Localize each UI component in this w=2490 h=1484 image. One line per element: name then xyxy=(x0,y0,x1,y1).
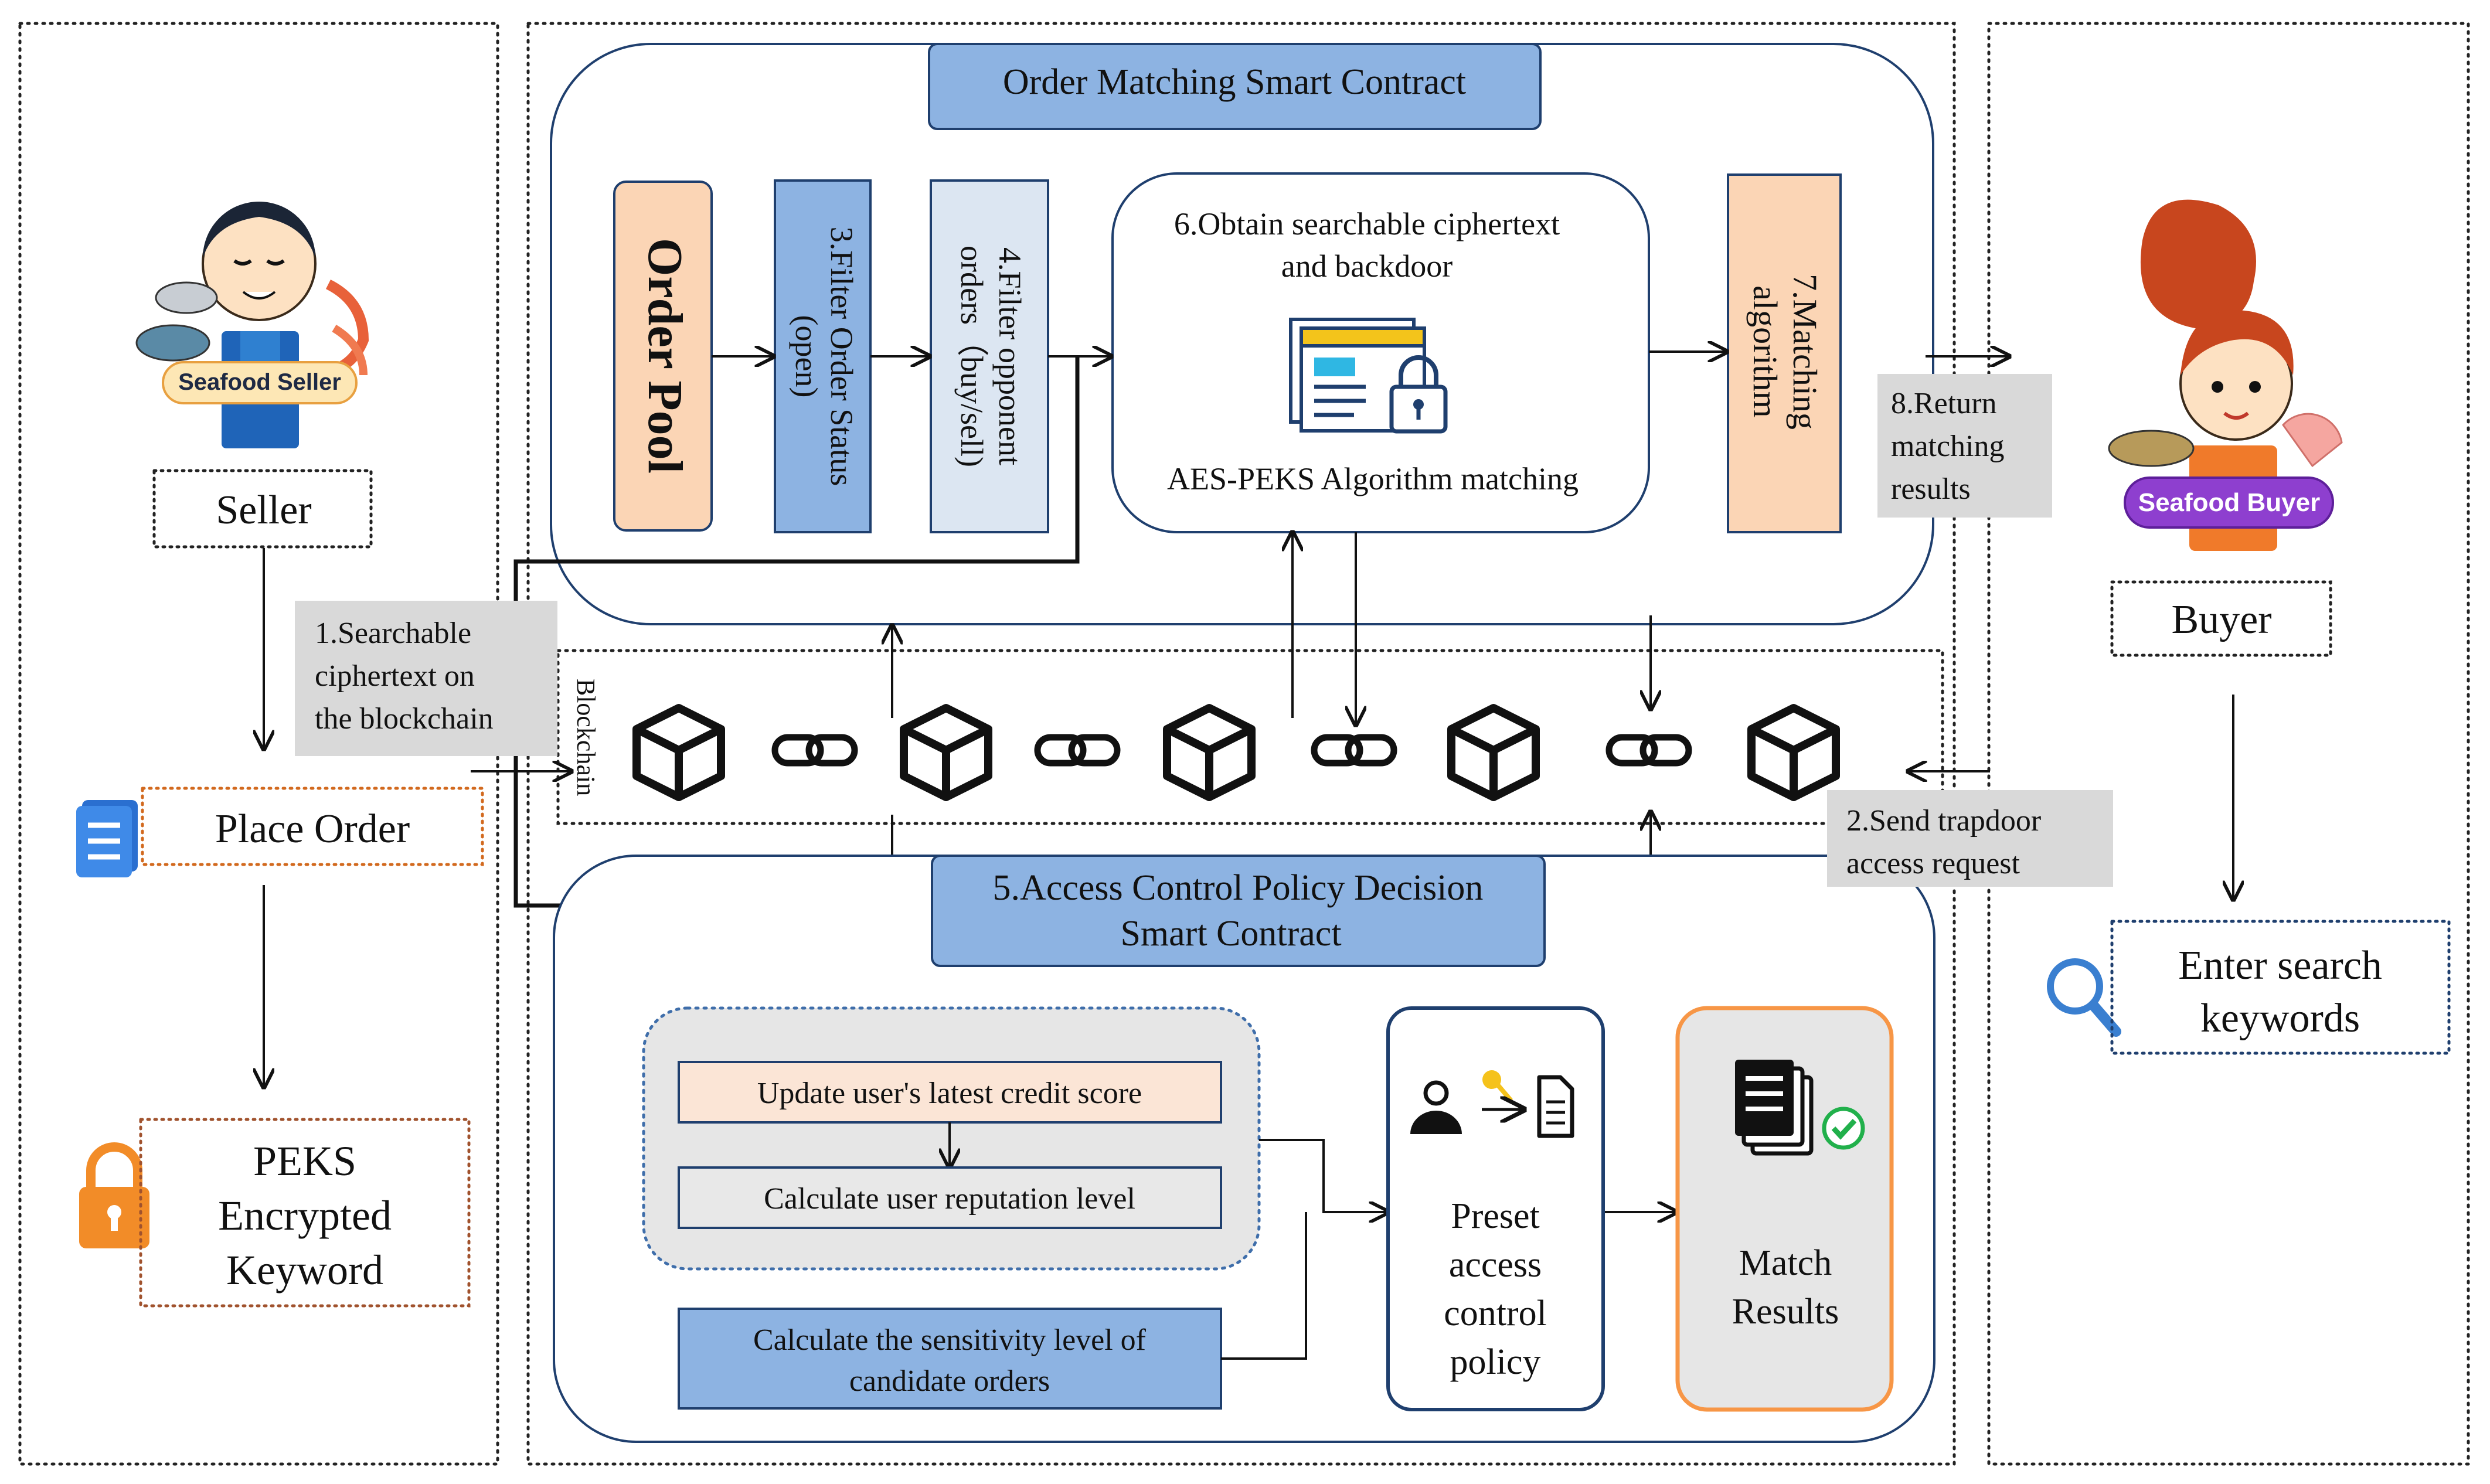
note-trapdoor-2: access request xyxy=(1846,847,2020,880)
peks-label-2: Encrypted xyxy=(218,1192,392,1239)
user-key-document-icon xyxy=(1410,1070,1574,1138)
filter-opponent-label-1: 4.Filter opponent xyxy=(992,247,1028,465)
buyer-label: Buyer xyxy=(2171,597,2271,642)
blockchain-row xyxy=(556,649,1944,825)
documents-check-icon xyxy=(1735,1060,1865,1156)
aes-peks-label: AES-PEKS Algorithm matching xyxy=(1167,461,1579,496)
matching-algorithm-label-2: algorithm xyxy=(1746,285,1784,418)
place-order-label: Place Order xyxy=(215,806,410,852)
update-credit-label: Update user's latest credit score xyxy=(757,1077,1142,1110)
matching-algorithm-label-1: 7.Matching xyxy=(1786,274,1824,430)
chain-link-1 xyxy=(775,737,855,763)
match-results-label-1: Match xyxy=(1739,1243,1832,1283)
magnifier-icon xyxy=(2047,958,2121,1037)
note-return xyxy=(1877,374,2052,518)
calc-sensitivity-box xyxy=(678,1308,1222,1410)
lock-icon xyxy=(79,1142,149,1248)
matching-algorithm-box xyxy=(1727,173,1842,533)
peks-box xyxy=(139,1118,471,1308)
order-matching-title-box xyxy=(928,43,1542,130)
calc-sensitivity-label-1: Calculate the sensitivity level of xyxy=(753,1323,1147,1357)
buyer-badge: Seafood Buyer xyxy=(2138,488,2321,517)
note-searchable-1: 1.Searchable xyxy=(315,617,471,650)
search-label-1: Enter search xyxy=(2178,943,2382,988)
chain-link-2 xyxy=(1038,737,1117,763)
filter-status-label-1: 3.Filter Order Status xyxy=(824,227,859,486)
search-label-2: keywords xyxy=(2200,996,2360,1041)
note-return-1: 8.Return xyxy=(1891,387,1997,420)
place-order-box xyxy=(141,787,484,866)
reputation-group xyxy=(642,1006,1261,1271)
order-matching-title: Order Matching Smart Contract xyxy=(1003,62,1466,102)
calc-sensitivity-label-2: candidate orders xyxy=(849,1364,1050,1398)
access-control-title-2: Smart Contract xyxy=(1120,914,1341,954)
obtain-label-1: 6.Obtain searchable ciphertext xyxy=(1174,206,1560,241)
block-cube-4 xyxy=(1451,708,1536,797)
note-trapdoor-1: 2.Send trapdoor xyxy=(1846,804,2041,838)
chain-link-4 xyxy=(1609,737,1689,763)
match-results-label-2: Results xyxy=(1732,1292,1839,1332)
note-searchable-3: the blockchain xyxy=(315,702,494,736)
calc-reputation-box xyxy=(678,1166,1222,1229)
note-return-3: results xyxy=(1891,472,1971,506)
seller-label: Seller xyxy=(216,488,311,533)
block-cube-2 xyxy=(904,708,988,797)
document-icon xyxy=(76,800,138,877)
seller-avatar xyxy=(135,202,369,448)
buyer-box xyxy=(2110,580,2332,657)
update-credit-box xyxy=(678,1061,1222,1124)
note-searchable xyxy=(295,601,557,756)
filter-opponent-label-2: orders（buy/sell) xyxy=(954,246,989,467)
obtain-label-2: and backdoor xyxy=(1281,249,1452,284)
policy-connectors xyxy=(1221,1139,1676,1360)
note-trapdoor xyxy=(1827,790,2113,887)
preset-policy-label-4: policy xyxy=(1450,1342,1541,1382)
preset-policy-label-2: access xyxy=(1449,1245,1542,1285)
block-cube-3 xyxy=(1167,708,1251,797)
note-return-2: matching xyxy=(1891,430,2005,463)
calc-reputation-label: Calculate user reputation level xyxy=(764,1182,1135,1216)
buyer-avatar xyxy=(2108,199,2343,551)
order-pool-label: Order Pool xyxy=(638,238,692,474)
preset-policy-label-3: control xyxy=(1444,1294,1547,1333)
access-control-title-box xyxy=(931,855,1546,967)
peks-label-1: PEKS xyxy=(253,1138,356,1185)
block-cube-5 xyxy=(1751,708,1836,797)
note-searchable-2: ciphertext on xyxy=(315,659,475,693)
filter-opponent-box xyxy=(930,179,1049,533)
seller-badge: Seafood Seller xyxy=(178,369,341,395)
seller-box xyxy=(152,469,373,549)
access-control-title-1: 5.Access Control Policy Decision xyxy=(993,868,1484,908)
blockchain-label: Blockchain xyxy=(572,679,600,796)
top-flow-arrows xyxy=(712,352,2009,356)
web-lock-icon xyxy=(1289,318,1448,434)
search-box xyxy=(2110,920,2451,1055)
peks-label-3: Keyword xyxy=(226,1247,383,1294)
preset-policy-label-1: Preset xyxy=(1451,1196,1540,1236)
filter-status-box xyxy=(774,179,872,533)
blockchain-blocks xyxy=(637,708,1836,797)
filter-status-label-2: (open) xyxy=(789,315,824,398)
chain-link-3 xyxy=(1314,737,1394,763)
block-cube-1 xyxy=(637,708,721,797)
